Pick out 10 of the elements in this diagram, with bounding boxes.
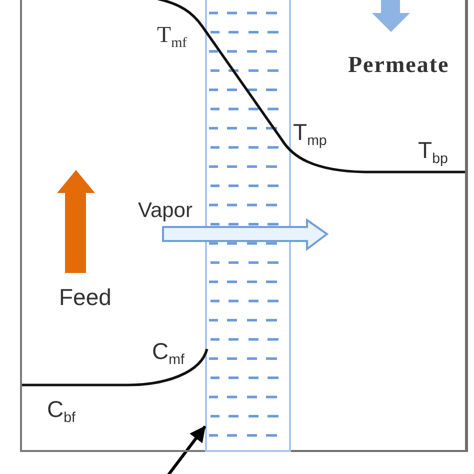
vapor-label: Vapor — [138, 199, 192, 222]
temperature-label: T$_{mf}$ — [157, 22, 187, 48]
temperature-label: T$_{mp}$ — [293, 120, 327, 146]
feed-label: Feed — [59, 285, 112, 310]
membrane-band — [205, 0, 291, 452]
concentration-label: C$_{bf}$ — [47, 397, 76, 422]
concentration-label: C$_{mf}$ — [152, 339, 184, 364]
leader-arrow — [164, 426, 206, 474]
permeate-label: Permeate — [348, 52, 450, 78]
temperature-label: T$_{bp}$ — [418, 138, 448, 164]
